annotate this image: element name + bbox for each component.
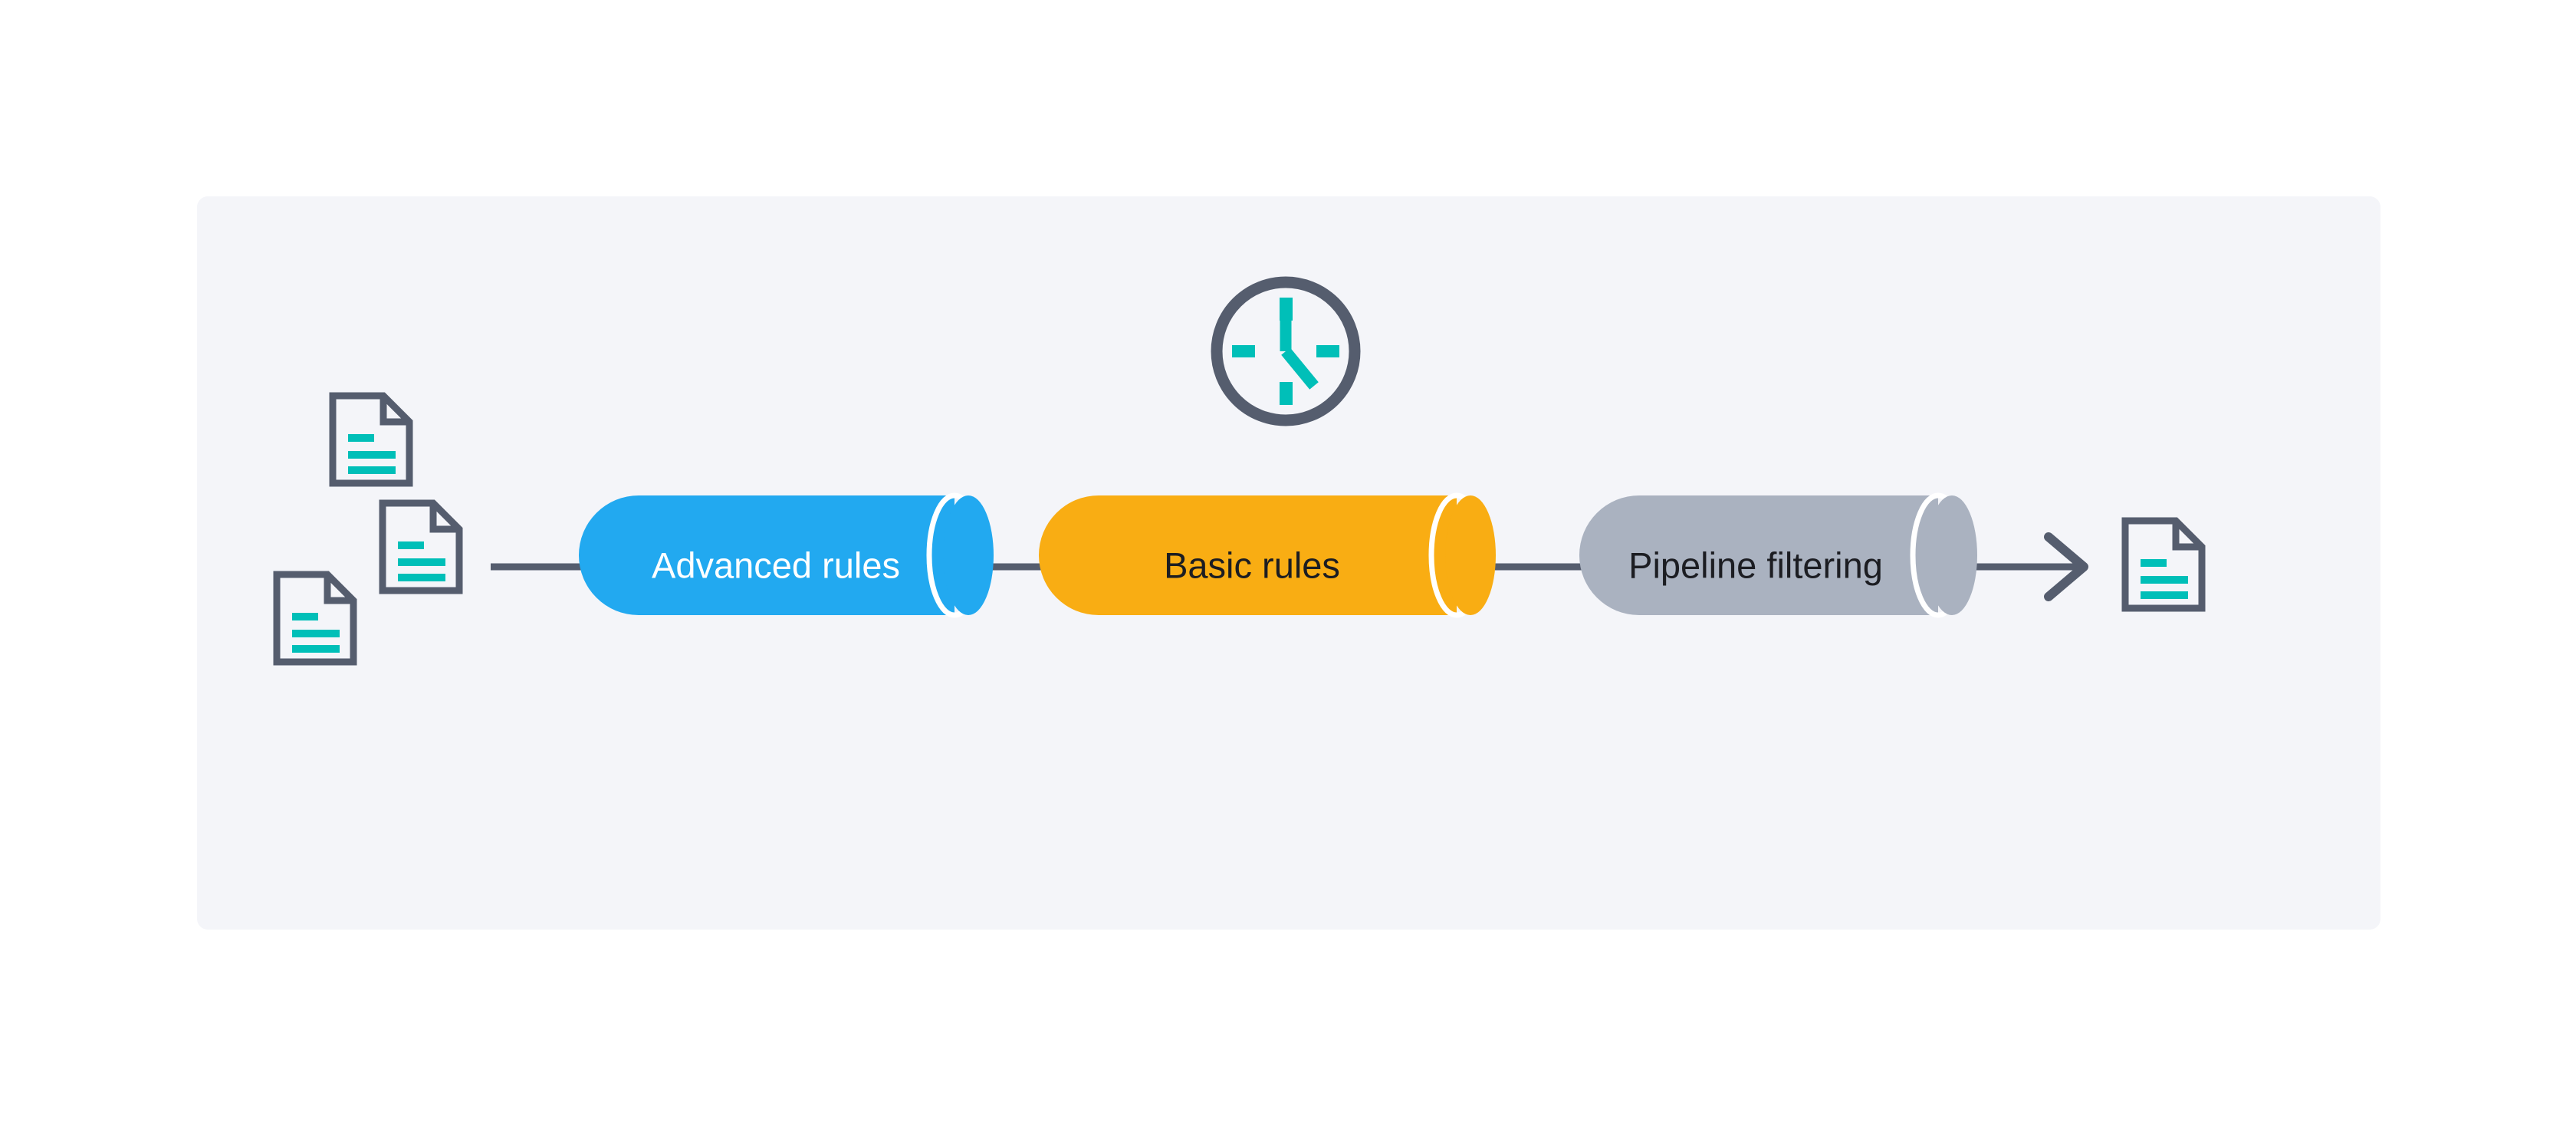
stage-body-advanced (579, 495, 955, 615)
stage-label-pipeline-filtering: Pipeline filtering (1628, 545, 1883, 585)
stage-pipeline-filtering[interactable]: Pipeline filtering (1579, 492, 1977, 618)
clock-tick-3 (1316, 345, 1339, 357)
stage-label-basic-rules: Basic rules (1164, 545, 1340, 585)
input-documents (277, 396, 459, 662)
clock-tick-9 (1232, 345, 1255, 357)
stage-label-advanced-rules: Advanced rules (652, 545, 900, 585)
stage-basic-rules[interactable]: Basic rules (1039, 492, 1496, 618)
stage-cap-advanced (943, 495, 994, 615)
stage-cap-pipeline (1927, 495, 1977, 615)
clock-icon (1211, 276, 1361, 426)
clock-tick-6 (1280, 382, 1293, 405)
clock-hand-minute (1281, 347, 1319, 390)
stage-body-pipeline (1579, 495, 1938, 615)
stage-body-basic (1039, 495, 1457, 615)
stage-advanced-rules[interactable]: Advanced rules (579, 492, 994, 618)
arrow-head-icon (2044, 532, 2088, 601)
output-document (2125, 521, 2202, 608)
input-doc-1 (333, 396, 409, 483)
input-doc-3 (277, 574, 353, 662)
stage-cap-basic (1445, 495, 1496, 615)
input-doc-2 (383, 503, 459, 591)
